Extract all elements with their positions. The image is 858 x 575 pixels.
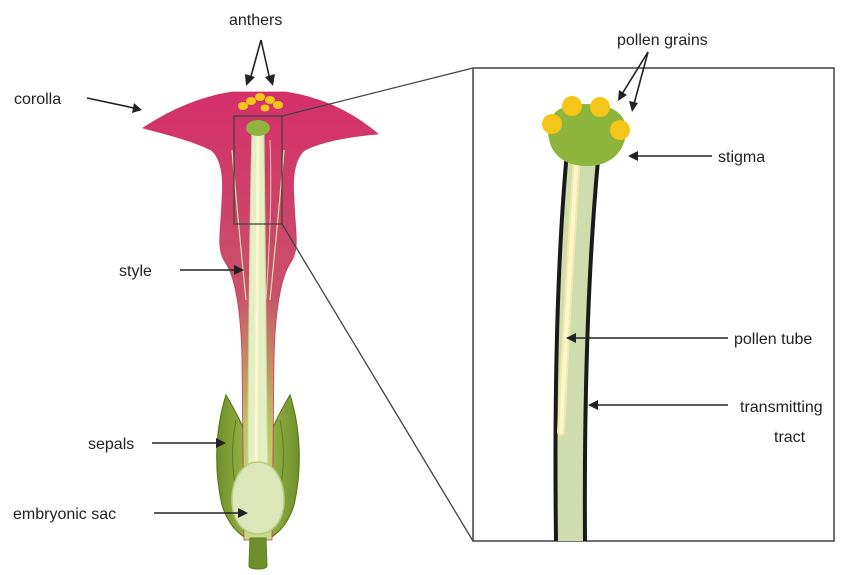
label-stigma: stigma	[718, 149, 765, 166]
label-corolla: corolla	[14, 91, 61, 108]
label-embryonic-sac: embryonic sac	[13, 506, 116, 523]
pollen-tube-left	[256, 134, 258, 470]
zoom-panel	[473, 68, 834, 541]
zoom-line-bottom	[282, 224, 473, 541]
pedicel	[249, 538, 267, 569]
label-style: style	[119, 263, 152, 280]
zoom-line-top	[282, 68, 473, 116]
embryonic-sac	[232, 462, 284, 534]
label-transmitting-tract-line2: tract	[774, 429, 806, 446]
label-anthers: anthers	[229, 12, 282, 29]
label-pollen-tube: pollen tube	[734, 331, 812, 348]
label-pollen-grains: pollen grains	[617, 32, 708, 49]
label-transmitting-tract-line1: transmitting	[740, 399, 823, 416]
stigma-small	[246, 120, 270, 136]
label-sepals: sepals	[88, 436, 134, 453]
